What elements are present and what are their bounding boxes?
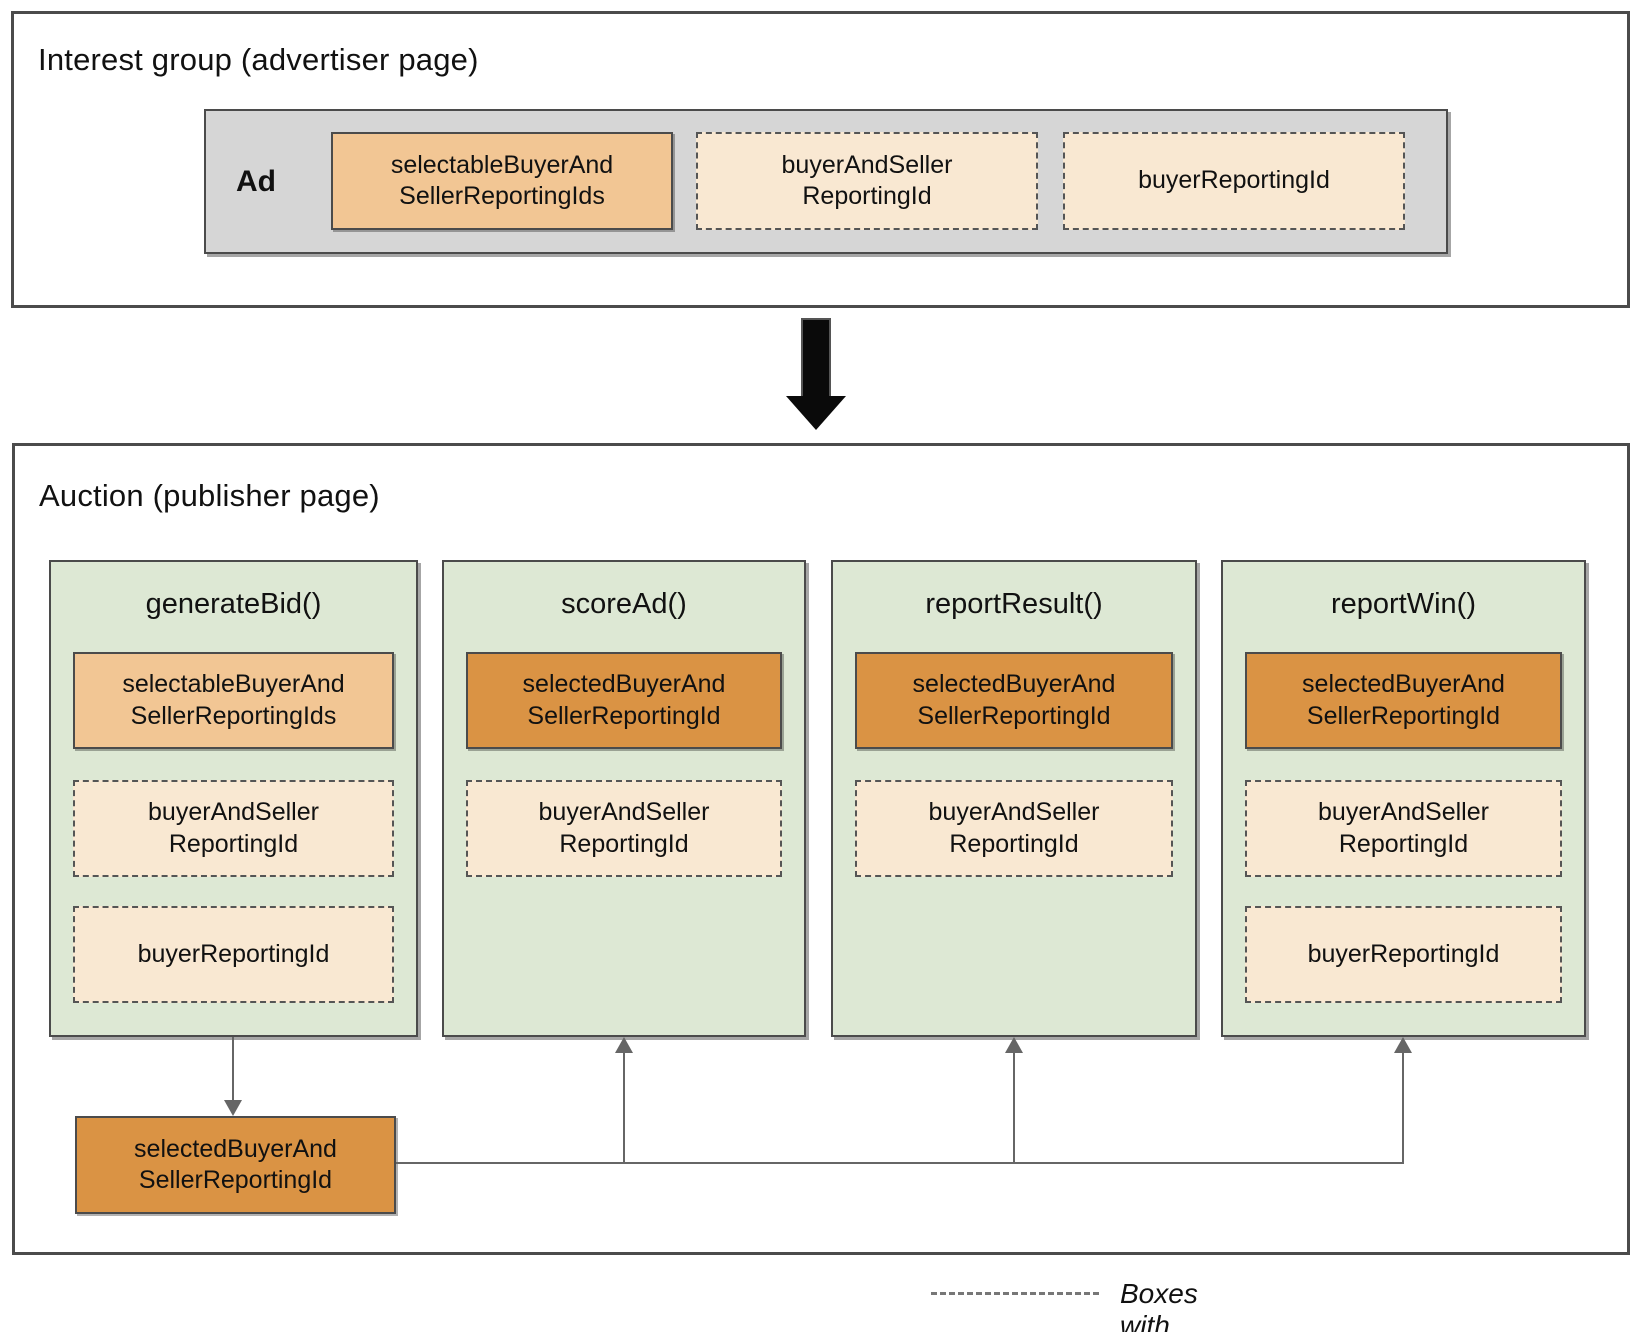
- connector-generate-bid-down-line: [232, 1037, 234, 1101]
- score-ad-selected-id-box: selectedBuyerAnd SellerReportingId: [466, 652, 782, 749]
- auction-title: Auction (publisher page): [39, 478, 380, 513]
- report-win-selected-id-box: selectedBuyerAnd SellerReportingId: [1245, 652, 1562, 749]
- report-win-buyer-reporting-id-box: buyerReportingId: [1245, 906, 1562, 1003]
- connector-generate-bid-down-arrowhead-icon: [224, 1100, 242, 1116]
- connector-horizontal-line: [396, 1162, 1404, 1164]
- ig-box-buyer-and-seller-reporting-id: buyerAndSeller ReportingId: [696, 132, 1038, 230]
- legend-text: Boxes with dotted lines are optional: [1120, 1278, 1198, 1332]
- legend-dashed-line-icon: [931, 1292, 1099, 1295]
- ad-label: Ad: [236, 164, 276, 198]
- column-score-ad: scoreAd() selectedBuyerAnd SellerReporti…: [442, 560, 806, 1037]
- connector-report-result-up-arrowhead-icon: [1005, 1037, 1023, 1053]
- score-ad-buyer-and-seller-id-box: buyerAndSeller ReportingId: [466, 780, 782, 877]
- flow-down-arrow-head: [786, 396, 846, 430]
- connector-report-result-up-line: [1013, 1052, 1015, 1164]
- interest-group-title: Interest group (advertiser page): [38, 42, 479, 77]
- connector-score-ad-up-arrowhead-icon: [615, 1037, 633, 1053]
- report-result-buyer-and-seller-id-box: buyerAndSeller ReportingId: [855, 780, 1173, 877]
- ig-box-selectable-buyer-and-seller-reporting-ids: selectableBuyerAnd SellerReportingIds: [331, 132, 673, 230]
- flow-down-arrow-shaft: [801, 318, 831, 398]
- column-score-ad-title: scoreAd(): [561, 588, 687, 620]
- ig-box-buyer-reporting-id: buyerReportingId: [1063, 132, 1405, 230]
- report-result-selected-id-box: selectedBuyerAnd SellerReportingId: [855, 652, 1173, 749]
- connector-score-ad-up-line: [623, 1052, 625, 1164]
- connector-report-win-up-line: [1402, 1052, 1404, 1164]
- column-report-win-title: reportWin(): [1330, 588, 1476, 620]
- column-report-result-title: reportResult(): [925, 588, 1103, 620]
- column-generate-bid: generateBid() selectableBuyerAnd SellerR…: [49, 560, 418, 1037]
- column-generate-bid-title: generateBid(): [145, 588, 322, 620]
- generate-bid-buyer-and-seller-id-box: buyerAndSeller ReportingId: [73, 780, 394, 877]
- ad-container: Ad selectableBuyerAnd SellerReportingIds…: [204, 109, 1448, 254]
- column-report-win: reportWin() selectedBuyerAnd SellerRepor…: [1221, 560, 1586, 1037]
- report-win-buyer-and-seller-id-box: buyerAndSeller ReportingId: [1245, 780, 1562, 877]
- column-report-result: reportResult() selectedBuyerAnd SellerRe…: [831, 560, 1197, 1037]
- auction-section: Auction (publisher page) generateBid() s…: [12, 443, 1630, 1255]
- generate-bid-buyer-reporting-id-box: buyerReportingId: [73, 906, 394, 1003]
- connector-report-win-up-arrowhead-icon: [1394, 1037, 1412, 1053]
- generate-bid-selectable-ids-box: selectableBuyerAnd SellerReportingIds: [73, 652, 394, 749]
- interest-group-section: Interest group (advertiser page) Ad sele…: [11, 11, 1630, 308]
- selected-id-output-box: selectedBuyerAnd SellerReportingId: [75, 1116, 396, 1214]
